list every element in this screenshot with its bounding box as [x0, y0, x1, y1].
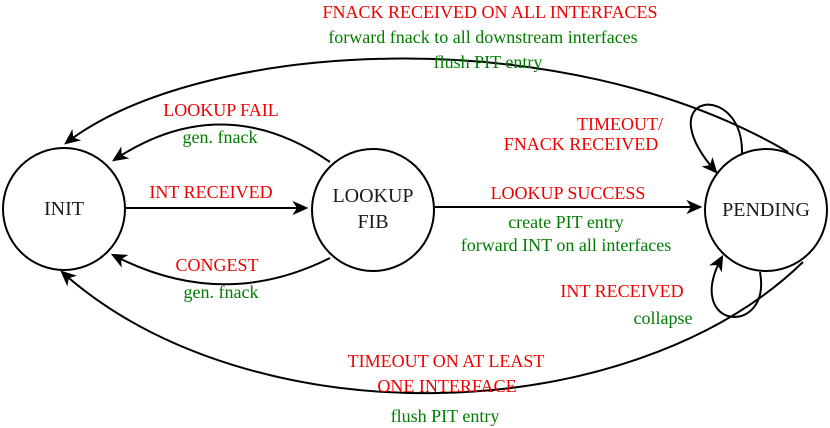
state-lookup-fib-label-line1: LOOKUP	[332, 185, 414, 207]
edge-lookupfib-to-init-fail	[112, 123, 331, 163]
label-int-received-event: INT RECEIVED	[149, 182, 273, 202]
edge-pending-self-top-loop	[690, 103, 744, 174]
edge-lookupfib-to-init-congest	[110, 253, 331, 286]
state-pending-label: PENDING	[722, 199, 810, 221]
label-congest-event: CONGEST	[175, 255, 259, 275]
label-lookup-success-event: LOOKUP SUCCESS	[490, 183, 646, 203]
label-forward-int-action: forward INT on all interfaces	[460, 235, 672, 255]
label-int-received-collapse-event: INT RECEIVED	[560, 281, 684, 301]
state-pending-circle	[704, 148, 828, 272]
label-create-pit-entry-action: create PIT entry	[508, 212, 624, 232]
label-gen-fnack-congest-action: gen. fnack	[183, 282, 259, 302]
edge-pending-to-init-top	[64, 57, 789, 153]
state-init-label: INIT	[44, 198, 84, 220]
label-one-interface-event-line2: ONE INTERFACE	[377, 376, 517, 396]
label-flush-pit-entry-bottom-action: flush PIT entry	[390, 406, 500, 426]
edge-pending-self-bottom-loop	[709, 254, 763, 318]
label-lookup-fail-event: LOOKUP FAIL	[163, 100, 279, 120]
state-lookup-fib-circle	[311, 148, 435, 272]
label-collapse-action: collapse	[633, 308, 693, 328]
label-gen-fnack-fail-action: gen. fnack	[182, 127, 258, 147]
state-init-circle	[2, 147, 126, 271]
label-timeout-event-line1: TIMEOUT/	[577, 114, 663, 134]
label-forward-fnack-action: forward fnack to all downstream interfac…	[328, 27, 638, 47]
label-flush-pit-entry-top-action: flush PIT entry	[433, 52, 543, 72]
state-lookup-fib-label-line2: FIB	[357, 211, 389, 233]
label-timeout-at-least-event-line1: TIMEOUT ON AT LEAST	[347, 351, 545, 371]
label-fnack-received-event-line2: FNACK RECEIVED	[503, 134, 659, 154]
label-fnack-all-interfaces-event: FNACK RECEIVED ON ALL INTERFACES	[322, 2, 658, 22]
edge-pending-to-init-bottom	[60, 261, 804, 394]
